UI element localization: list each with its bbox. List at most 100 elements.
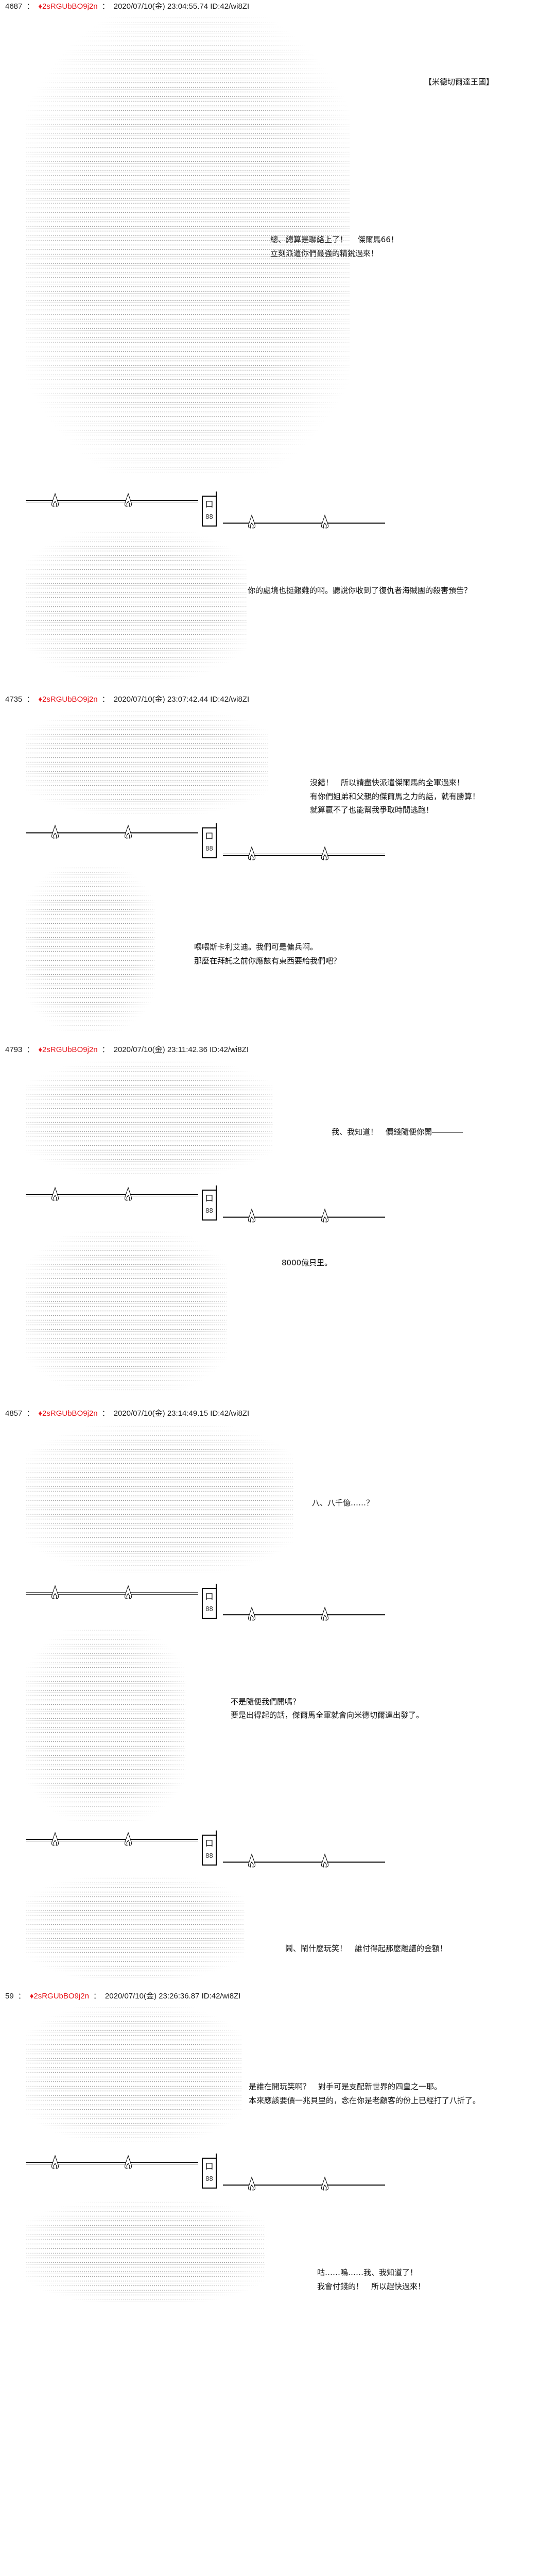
ascii-art-character bbox=[26, 1060, 273, 1176]
flame-icon bbox=[321, 846, 328, 860]
divider-box-tick bbox=[216, 492, 217, 497]
flame-icon bbox=[321, 1853, 328, 1868]
flame-icon bbox=[248, 1606, 255, 1621]
separator: ： bbox=[26, 1409, 34, 1418]
post-id: ID:42/wi8ZI bbox=[210, 2, 250, 11]
divider-box-tick bbox=[216, 1584, 217, 1589]
location-caption: 【米德切爾達王國】 bbox=[424, 77, 494, 87]
divider-box-glyph: 口 bbox=[205, 1194, 214, 1203]
post-header: 4687：♦2sRGUbBO9j2n：2020/07/10(金) 23:04:5… bbox=[5, 2, 249, 12]
separator: ： bbox=[26, 695, 34, 704]
ascii-art-character bbox=[26, 709, 268, 814]
dialogue-line: 沒錯！ 所以請盡快派遣傑爾馬的全軍過來！ bbox=[310, 778, 465, 787]
ascii-art-character bbox=[26, 530, 247, 679]
divider-line-right bbox=[223, 522, 385, 524]
separator: ： bbox=[101, 1045, 110, 1054]
flame-icon bbox=[51, 1832, 59, 1846]
divider-line-left bbox=[26, 2162, 198, 2164]
divider-line-right bbox=[223, 1216, 385, 1218]
divider-box: 口 88 bbox=[202, 1190, 217, 1221]
poster-name: ♦2sRGUbBO9j2n bbox=[38, 1409, 98, 1418]
post-datetime: 2020/07/10(金) 23:14:49.15 bbox=[113, 1409, 208, 1418]
dialogue-line: 不是隨便我們開嗎？ bbox=[231, 1697, 301, 1706]
flame-icon bbox=[125, 2155, 132, 2169]
poster-name: ♦2sRGUbBO9j2n bbox=[38, 1045, 98, 1054]
post-datetime: 2020/07/10(金) 23:04:55.74 bbox=[113, 2, 208, 11]
divider-line-left bbox=[26, 500, 198, 502]
dialogue-line: 總、總算是聯絡上了！ 傑爾馬66！ bbox=[270, 235, 398, 244]
separator: ： bbox=[93, 1992, 101, 2001]
divider-box: 口 88 bbox=[202, 1835, 217, 1866]
scene-divider: 口 88 bbox=[0, 1831, 556, 1869]
flame-icon bbox=[248, 1853, 255, 1868]
ascii-art-character bbox=[26, 2200, 265, 2303]
dialogue-line: 喂喂斯卡利艾迪。我們可是傭兵啊。 bbox=[194, 942, 318, 952]
post-header: 59：♦2sRGUbBO9j2n：2020/07/10(金) 23:26:36.… bbox=[5, 1991, 240, 2002]
divider-box-glyph: 口 bbox=[205, 2162, 214, 2171]
post-datetime: 2020/07/10(金) 23:26:36.87 bbox=[105, 1992, 200, 2001]
ascii-art-character bbox=[26, 1230, 227, 1394]
dialogue-line: 立刻派遣你們最強的精銳過來！ bbox=[270, 249, 379, 258]
flame-icon bbox=[125, 1187, 132, 1201]
poster-name: ♦2sRGUbBO9j2n bbox=[38, 2, 98, 11]
divider-box-number: 88 bbox=[205, 1852, 213, 1859]
divider-box-number: 88 bbox=[205, 844, 213, 852]
divider-line-left bbox=[26, 1592, 198, 1595]
post-datetime: 2020/07/10(金) 23:07:42.44 bbox=[113, 695, 208, 704]
flame-icon bbox=[51, 493, 59, 507]
divider-box: 口 88 bbox=[202, 2158, 217, 2189]
divider-box-number: 88 bbox=[205, 2175, 213, 2182]
post-header: 4857：♦2sRGUbBO9j2n：2020/07/10(金) 23:14:4… bbox=[5, 1409, 249, 1419]
flame-icon bbox=[321, 1208, 328, 1223]
flame-icon bbox=[248, 1208, 255, 1223]
flame-icon bbox=[125, 493, 132, 507]
post-number[interactable]: 4793 bbox=[5, 1045, 23, 1054]
divider-box-tick bbox=[216, 1831, 217, 1836]
scene-divider: 口 88 bbox=[0, 492, 556, 530]
dialogue-line: 是誰在開玩笑啊？ 對手可是支配新世界的四皇之一耶。 bbox=[249, 2082, 442, 2091]
flame-icon bbox=[125, 1832, 132, 1846]
flame-icon bbox=[248, 514, 255, 529]
flame-icon bbox=[321, 1606, 328, 1621]
post-number[interactable]: 59 bbox=[5, 1992, 14, 2001]
separator: ： bbox=[101, 2, 110, 11]
post-number[interactable]: 4857 bbox=[5, 1409, 23, 1418]
divider-line-right bbox=[223, 2184, 385, 2186]
divider-box-tick bbox=[216, 823, 217, 828]
dialogue-line: 那麼在拜託之前你應該有東西要給我們吧？ bbox=[194, 956, 341, 965]
divider-line-left bbox=[26, 832, 198, 834]
flame-icon bbox=[51, 824, 59, 839]
post-datetime: 2020/07/10(金) 23:11:42.36 bbox=[113, 1045, 207, 1054]
divider-line-left bbox=[26, 1194, 198, 1196]
dialogue-line: 要是出得起的話，傑爾馬全軍就會向米德切爾達出發了。 bbox=[231, 1710, 424, 1720]
ascii-art-character bbox=[26, 1424, 293, 1573]
ascii-art-character bbox=[26, 2005, 242, 2142]
divider-box-number: 88 bbox=[205, 1605, 213, 1613]
ascii-art-character bbox=[26, 1628, 185, 1821]
divider-line-right bbox=[223, 854, 385, 856]
post-id: ID:42/wi8ZI bbox=[210, 695, 250, 704]
divider-line-left bbox=[26, 1839, 198, 1841]
scene-divider: 口 88 bbox=[0, 2154, 556, 2192]
post-number[interactable]: 4735 bbox=[5, 695, 23, 704]
post-number[interactable]: 4687 bbox=[5, 2, 23, 11]
separator: ： bbox=[18, 1992, 26, 2001]
ascii-art-castle-scene bbox=[26, 15, 350, 475]
divider-box-glyph: 口 bbox=[205, 1592, 214, 1601]
dialogue-line: 八、八千億……？ bbox=[312, 1498, 374, 1507]
dialogue-line: 就算贏不了也能幫我爭取時間逃跑！ bbox=[310, 805, 434, 815]
post-id: ID:42/wi8ZI bbox=[201, 1992, 241, 2001]
dialogue-line: 我、我知道！ 價錢隨便你開―――― bbox=[332, 1127, 463, 1137]
separator: ： bbox=[26, 1045, 34, 1054]
flame-icon bbox=[248, 2176, 255, 2191]
flame-icon bbox=[51, 1585, 59, 1599]
ascii-art-character bbox=[26, 866, 154, 1031]
flame-icon bbox=[321, 514, 328, 529]
post-header: 4793：♦2sRGUbBO9j2n：2020/07/10(金) 23:11:4… bbox=[5, 1045, 249, 1055]
divider-box-tick bbox=[216, 2154, 217, 2159]
dialogue-line: 本來應該要價一兆貝里的，念在你是老顧客的份上已經打了八折了。 bbox=[249, 2096, 481, 2105]
flame-icon bbox=[321, 2176, 328, 2191]
separator: ： bbox=[101, 1409, 110, 1418]
divider-box: 口 88 bbox=[202, 1588, 217, 1619]
poster-name: ♦2sRGUbBO9j2n bbox=[38, 695, 98, 704]
